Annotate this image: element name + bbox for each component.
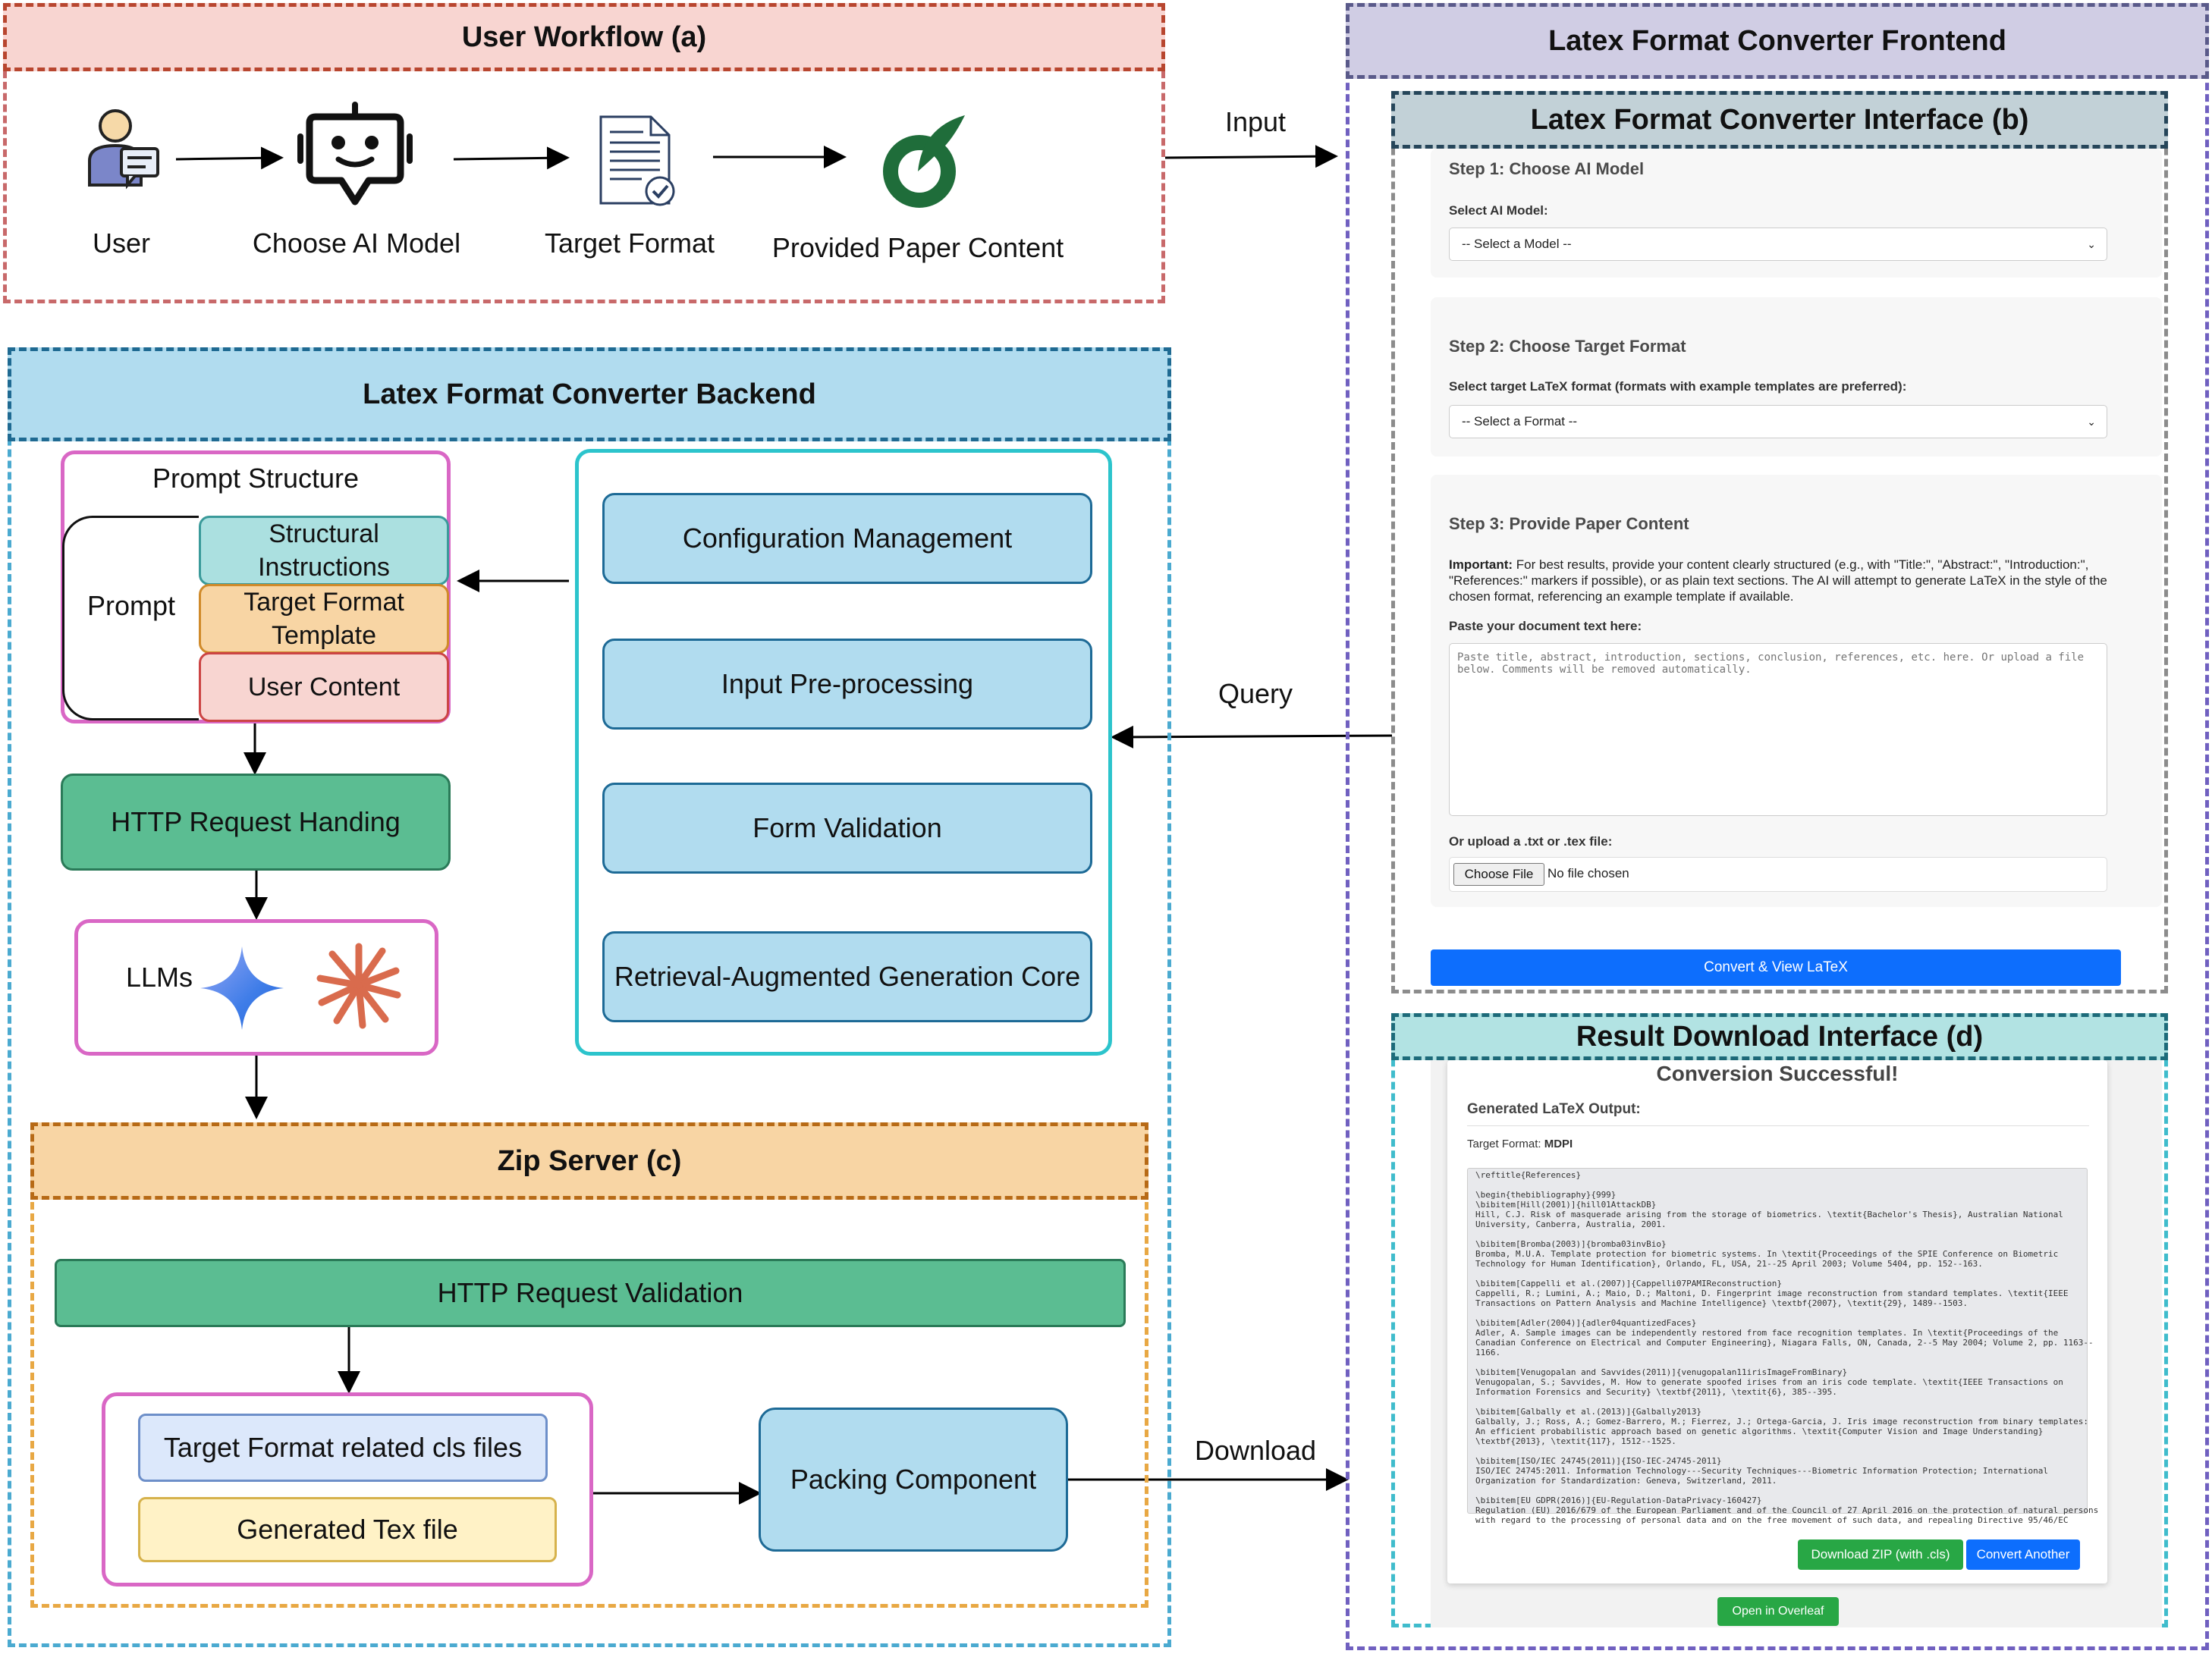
step3-title: Step 3: Provide Paper Content xyxy=(1449,514,1689,533)
format-select[interactable]: -- Select a Format -- ⌄ xyxy=(1449,405,2107,438)
user-content-block: User Content xyxy=(199,652,449,722)
latex-output-box[interactable]: \reftitle{References} \begin{thebibliogr… xyxy=(1467,1168,2098,1525)
workflow-step-label-model: Choose AI Model xyxy=(252,228,461,259)
zip-server-header: Zip Server (c) xyxy=(30,1122,1148,1200)
latex-output-code: \reftitle{References} \begin{thebibliogr… xyxy=(1475,1170,2099,1525)
frontend-header: Latex Format Converter Frontend xyxy=(1346,3,2209,79)
arrow-model-to-format xyxy=(453,146,570,170)
prompt-bracket xyxy=(62,516,199,720)
result-title: Result Download Interface (d) xyxy=(1576,1020,1984,1053)
target-format-value: MDPI xyxy=(1544,1138,1573,1150)
workflow-header: User Workflow (a) xyxy=(3,3,1165,71)
form-validation-label: Form Validation xyxy=(753,812,942,843)
structural-instructions-label: Structural Instructions xyxy=(258,519,390,582)
robot-icon xyxy=(296,102,414,208)
claude-burst-icon xyxy=(316,942,402,1029)
paste-label: Paste your document text here: xyxy=(1449,619,1642,633)
step2-label: Select target LaTeX format (formats with… xyxy=(1449,379,1907,394)
step1-title: Step 1: Choose AI Model xyxy=(1449,159,1645,178)
prompt-structure-title: Prompt Structure xyxy=(152,463,360,494)
overleaf-logo-icon xyxy=(880,111,966,209)
convert-another-button[interactable]: Convert Another xyxy=(1966,1539,2080,1570)
step2-title: Step 2: Choose Target Format xyxy=(1449,337,1686,356)
backend-title: Latex Format Converter Backend xyxy=(363,378,816,410)
download-zip-button[interactable]: Download ZIP (with .cls) xyxy=(1798,1539,1963,1570)
cls-files-label: Target Format related cls files xyxy=(163,1432,523,1463)
workflow-step-label-user: User xyxy=(92,228,150,259)
zip-server-title: Zip Server (c) xyxy=(497,1144,682,1177)
rag-core-node: Retrieval-Augmented Generation Core xyxy=(602,931,1092,1022)
prompt-label: Prompt xyxy=(86,590,176,621)
step3-important-text: Important: For best results, provide you… xyxy=(1449,557,2115,604)
http-request-validation-node: HTTP Request Validation xyxy=(55,1259,1126,1327)
file-upload-field xyxy=(1449,857,2107,892)
target-format-line: Target Format: MDPI xyxy=(1467,1138,1573,1150)
step1-label: Select AI Model: xyxy=(1449,203,1548,218)
output-label: Generated LaTeX Output: xyxy=(1467,1101,1641,1117)
form-validation-node: Form Validation xyxy=(602,783,1092,874)
format-select-value: -- Select a Format -- xyxy=(1462,414,1578,428)
chevron-down-icon: ⌄ xyxy=(2087,415,2096,428)
convert-view-latex-button[interactable]: Convert & View LaTeX xyxy=(1431,949,2121,986)
arrow-input xyxy=(1164,145,1338,168)
choose-file-button[interactable]: Choose File xyxy=(1453,863,1544,886)
important-body: For best results, provide your content c… xyxy=(1449,557,2107,604)
llms-label: LLMs xyxy=(125,962,193,993)
configuration-management-node: Configuration Management xyxy=(602,493,1092,584)
gemini-sparkle-icon xyxy=(199,945,285,1031)
target-format-caption: Target Format: xyxy=(1467,1138,1544,1150)
model-select[interactable]: -- Select a Model -- ⌄ xyxy=(1449,228,2107,261)
target-format-template-block: Target Format Template xyxy=(199,584,449,654)
http-request-handing-label: HTTP Request Handing xyxy=(111,806,401,837)
input-label: Input xyxy=(1224,106,1287,137)
user-content-label: User Content xyxy=(247,672,401,701)
http-request-handing-node: HTTP Request Handing xyxy=(61,774,451,871)
no-file-text: No file chosen xyxy=(1547,866,1629,880)
packing-component-node: Packing Component xyxy=(759,1408,1068,1552)
input-preprocessing-node: Input Pre-processing xyxy=(602,639,1092,730)
document-check-icon xyxy=(596,112,681,209)
important-label: Important: xyxy=(1449,557,1513,572)
packing-component-label: Packing Component xyxy=(790,1464,1037,1495)
download-label: Download xyxy=(1194,1435,1317,1466)
open-overleaf-label: Open in Overleaf xyxy=(1732,1605,1824,1618)
user-chat-icon xyxy=(85,106,161,191)
http-request-validation-label: HTTP Request Validation xyxy=(437,1277,743,1308)
model-select-value: -- Select a Model -- xyxy=(1462,237,1572,251)
chevron-down-icon: ⌄ xyxy=(2087,237,2096,250)
tex-file-label: Generated Tex file xyxy=(237,1514,458,1545)
result-header: Result Download Interface (d) xyxy=(1391,1013,2168,1060)
convert-button-label: Convert & View LaTeX xyxy=(1704,959,1848,975)
conversion-success-heading: Conversion Successful! xyxy=(1656,1062,1899,1085)
arrow-user-to-model xyxy=(175,146,284,170)
structural-instructions-block: Structural Instructions xyxy=(199,516,449,585)
configuration-management-label: Configuration Management xyxy=(682,523,1013,554)
convert-another-label: Convert Another xyxy=(1976,1547,2070,1561)
cls-files-node: Target Format related cls files xyxy=(138,1414,548,1482)
upload-label: Or upload a .txt or .tex file: xyxy=(1449,834,1613,849)
frontend-title: Latex Format Converter Frontend xyxy=(1548,24,2006,57)
rag-core-label: Retrieval-Augmented Generation Core xyxy=(614,961,1081,992)
interface-header: Latex Format Converter Interface (b) xyxy=(1391,91,2168,149)
choose-file-label: Choose File xyxy=(1464,867,1534,881)
download-zip-label: Download ZIP (with .cls) xyxy=(1811,1547,1950,1561)
backend-header: Latex Format Converter Backend xyxy=(8,347,1171,441)
workflow-step-label-content: Provided Paper Content xyxy=(771,232,1064,263)
input-preprocessing-label: Input Pre-processing xyxy=(721,668,974,699)
tex-file-node: Generated Tex file xyxy=(138,1497,557,1562)
output-divider xyxy=(1467,1125,2089,1126)
workflow-step-label-format: Target Format xyxy=(544,228,715,259)
interface-title: Latex Format Converter Interface (b) xyxy=(1530,103,2029,136)
workflow-title: User Workflow (a) xyxy=(461,20,707,53)
paper-content-textarea[interactable] xyxy=(1449,643,2107,816)
open-in-overleaf-button[interactable]: Open in Overleaf xyxy=(1717,1597,1839,1626)
query-label: Query xyxy=(1218,678,1293,709)
target-format-template-label: Target Format Template xyxy=(244,588,404,650)
